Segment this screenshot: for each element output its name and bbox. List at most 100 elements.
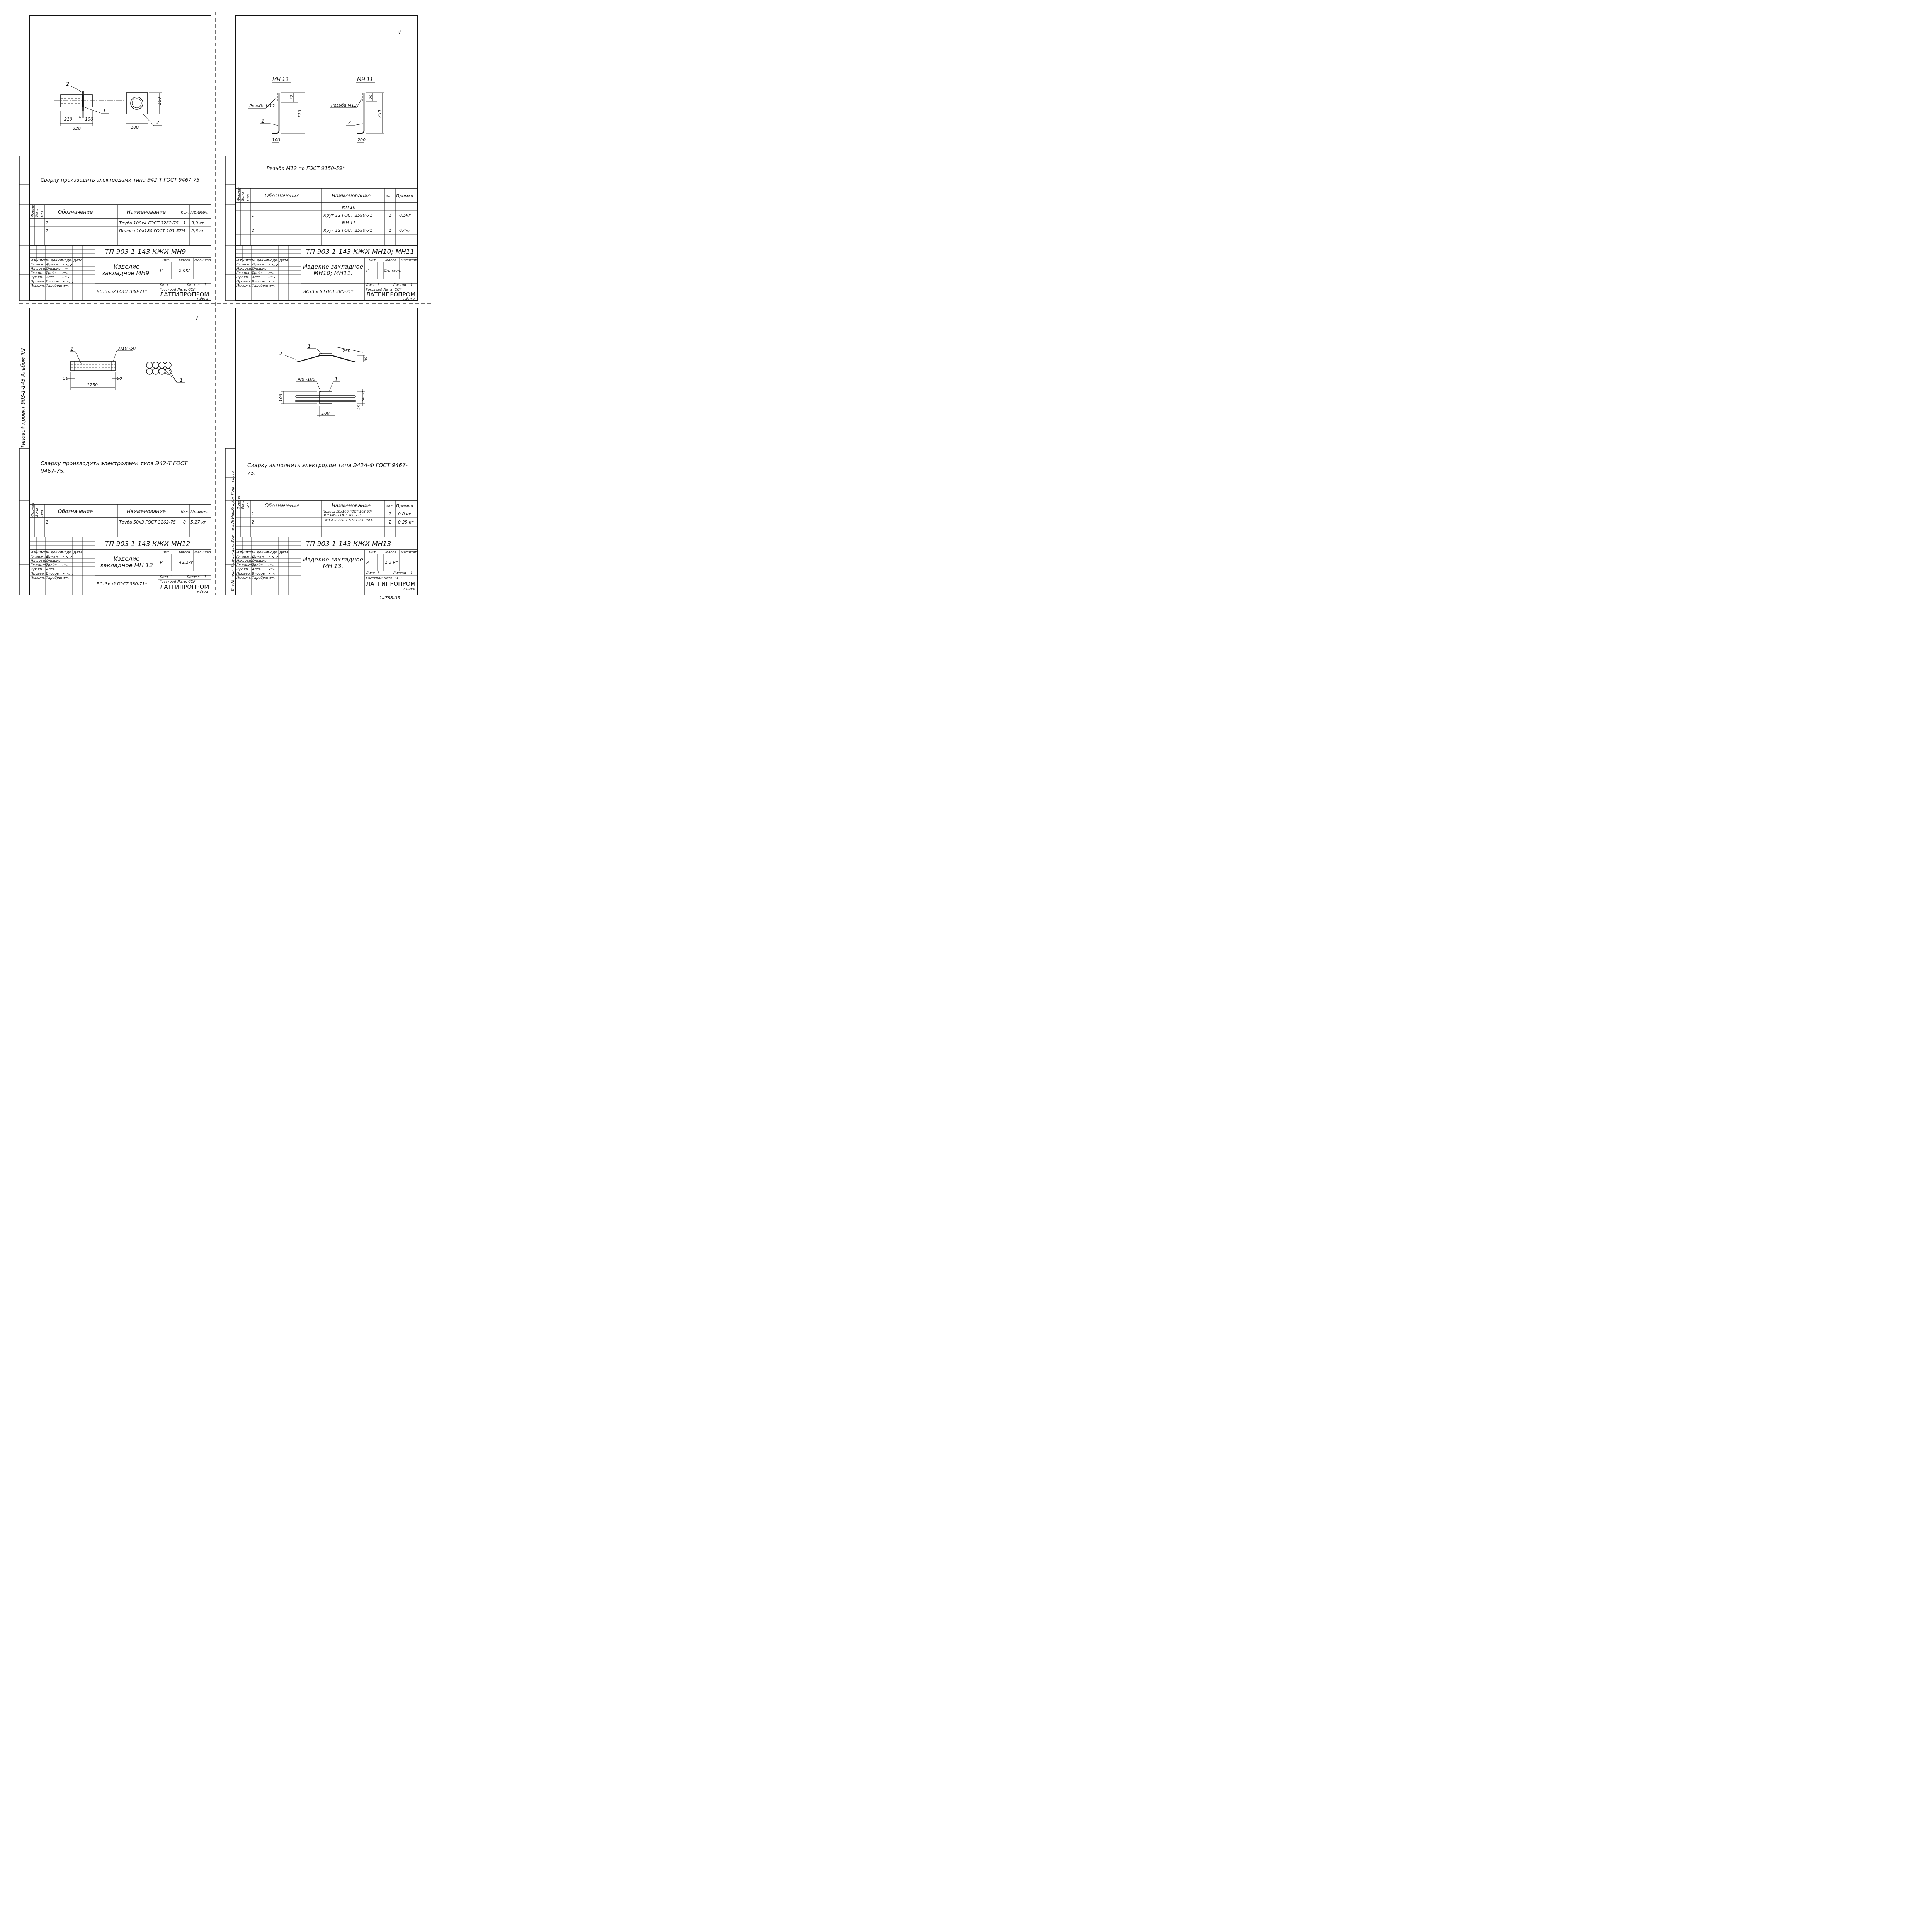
- tb-nach: Нач.отд.: [236, 267, 252, 271]
- list-value: 1: [171, 575, 173, 579]
- dim-520: 520: [298, 110, 303, 118]
- item-title-box: Изделие закладное МН9.: [102, 264, 151, 277]
- callout-2: 2: [348, 120, 351, 126]
- tb-massa: Масса: [385, 259, 396, 262]
- hdr-note: Примеч.: [190, 509, 209, 514]
- weld-note-box: Сварку выполнить электродом типа Э42А-Ф …: [247, 463, 408, 476]
- row-pos: 1: [46, 221, 48, 226]
- weld-note-box: Сварку производить электродами типа Э42-…: [41, 461, 188, 474]
- tb-ispoln: Исполн.: [236, 284, 251, 288]
- title-block: [235, 537, 418, 595]
- tb-prover: Провер.: [236, 280, 251, 284]
- thread-note: Резьба М12 по ГОСТ 9150-59*: [267, 166, 345, 172]
- sheet-mh10-mh11: √ МН 10 МН 11 70 520 100 Резьба М12 1 70…: [225, 15, 418, 301]
- dim-180-horiz: 180: [131, 125, 139, 130]
- tb-nach: Нач.отд.: [236, 559, 252, 563]
- tb-lit: Лит.: [368, 551, 377, 554]
- dim-80: 80: [364, 357, 368, 361]
- hdr-designation: Обозначение: [58, 209, 93, 215]
- tb-lit: Лит.: [162, 259, 170, 262]
- row-note: 3,0 кг: [191, 221, 204, 226]
- tb-list-n: Лист: [159, 575, 169, 579]
- tb-ruk: Рук.гр.: [236, 276, 249, 279]
- org-city: г.Рига: [403, 588, 415, 592]
- hdr-zone: Зона: [35, 508, 39, 517]
- callout-1-plan: 1: [335, 377, 338, 383]
- row-note: 0,4кг: [399, 228, 411, 233]
- person: Думан: [252, 555, 264, 559]
- row-note: 0,8 кг: [398, 512, 411, 517]
- row-name: Круг 12 ГОСТ 2590-71: [323, 228, 372, 233]
- callout-2-left: 2: [66, 82, 69, 87]
- dim-25: 25: [357, 405, 361, 410]
- hdr-zone: Зона: [35, 208, 39, 217]
- lit-value: Р: [160, 560, 163, 565]
- tb-nach: Нач.отд.: [31, 559, 46, 563]
- tb-lit: Лит.: [162, 551, 170, 554]
- person: Трейс: [252, 563, 263, 567]
- mh10-label: МН 10: [272, 77, 289, 83]
- hdr-format: Формат: [237, 187, 241, 201]
- row-name: Полоса 10х100 ГОСТ 103-57* ВСт3кп2 ГОСТ …: [323, 510, 373, 517]
- callout-1: 1: [70, 347, 73, 352]
- listov-value: 1: [410, 283, 413, 287]
- signatures: [62, 264, 73, 287]
- binding-stamp: Инв.№ подл. Подп. и дата Взам. инв.№ Инв…: [231, 471, 235, 591]
- tb-prover: Провер.: [236, 572, 251, 576]
- person: Думан: [46, 555, 58, 559]
- person: Трейс: [252, 271, 263, 275]
- tb-list: Лист: [37, 259, 46, 262]
- person: Думан: [252, 263, 264, 267]
- item-title: Изделие закладное МН9.: [102, 264, 151, 277]
- hdr-designation: Обозначение: [265, 193, 299, 199]
- dim-100-vert: 100: [279, 394, 284, 402]
- row-name: МН 11: [342, 220, 355, 225]
- org-line1: Госстрой Латв. ССР: [366, 288, 402, 292]
- hdr-zone: Зона: [241, 192, 245, 201]
- binding-column: [19, 156, 30, 301]
- list-value: 1: [171, 283, 173, 287]
- material: ВСт3кп2 ГОСТ 380-71*: [97, 582, 147, 587]
- tb-nach: Нач.отд.: [31, 267, 46, 271]
- tb-data: Дата: [73, 259, 82, 262]
- mass-value: 1,3 кг: [385, 560, 398, 565]
- dim-70: 70: [369, 94, 373, 99]
- row-qty: 1: [183, 228, 186, 233]
- tb-massa: Масса: [385, 551, 396, 554]
- mh11-label: МН 11: [357, 77, 373, 83]
- org-name: ЛАТГИПРОПРОМ: [160, 291, 209, 298]
- tb-ruk: Рук.гр.: [31, 568, 43, 571]
- person: Апсе: [252, 568, 261, 571]
- drawing-code: ТП 903-1-143 КЖИ-МН12: [105, 540, 190, 548]
- callout-1-section: 1: [180, 378, 183, 383]
- tb-massa: Масса: [179, 259, 190, 262]
- tb-listov: Листов: [393, 571, 406, 575]
- org-name: ЛАТГИПРОПРОМ: [366, 291, 415, 298]
- signatures: [268, 556, 278, 579]
- dim-50: 50: [117, 376, 122, 381]
- sheet-mh9: 210 10 100 320 2 1 180 180 2 Сварку прои…: [19, 15, 211, 301]
- weld-note: Сварку производить электродами типа Э42-…: [41, 461, 188, 474]
- person: Тарабрина: [252, 284, 272, 288]
- row-qty: 1: [389, 512, 391, 517]
- tb-izm: Изм.: [236, 551, 245, 554]
- tb-izm: Изм.: [236, 259, 245, 262]
- dim-10: 10: [77, 116, 82, 119]
- person: Трейс: [46, 271, 57, 275]
- hdr-pos: Поз.: [41, 509, 44, 517]
- person: Олешко: [252, 267, 267, 271]
- drawing-code: ТП 903-1-143 КЖИ-МН9: [105, 248, 186, 256]
- person: Апсе: [46, 276, 55, 279]
- weld-symbol: 7/10 -50: [118, 346, 136, 351]
- tb-izm: Изм.: [31, 259, 39, 262]
- row-qty: 1: [389, 228, 391, 233]
- material: ВСт3пс6 ГОСТ 380-71*: [303, 289, 354, 294]
- check-mark: √: [195, 316, 199, 321]
- listov-value: 1: [204, 575, 206, 579]
- dim-250: 250: [377, 110, 382, 118]
- row-name-box: Ф8 А III ГОСТ 5781-75 35ГС: [325, 519, 373, 522]
- row-pos: 1: [46, 520, 48, 525]
- tb-ruk: Рук.гр.: [236, 568, 249, 571]
- weld-note: Сварку производить электродами типа Э42-…: [41, 177, 199, 183]
- tb-ruk: Рук.гр.: [31, 276, 43, 279]
